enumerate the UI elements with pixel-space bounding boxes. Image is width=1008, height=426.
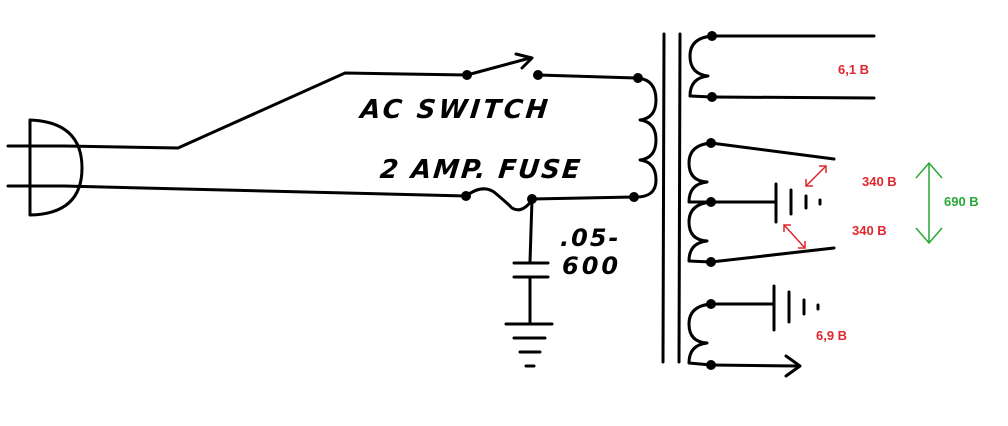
switch-label: AC SWITCH (357, 95, 552, 125)
neutral-line-wire (62, 184, 471, 201)
ac-plug (6, 118, 84, 217)
filament-bottom-voltage: 6,9 B (816, 328, 847, 343)
fuse (464, 187, 639, 212)
filament-winding-2 (687, 284, 820, 378)
mains-line-wire (62, 71, 469, 150)
filament-top-voltage: 6,1 B (838, 62, 869, 77)
hv-total-voltage: 690 B (944, 194, 979, 209)
voltage-arrow-upper (805, 165, 827, 187)
capacitor-voltage-label: 600 (562, 252, 621, 280)
fuse-label: 2 AMP. FUSE (379, 155, 584, 185)
voltage-arrow-lower (783, 224, 806, 249)
hv-upper-voltage: 340 B (862, 174, 897, 189)
line-capacitor (512, 197, 550, 324)
total-voltage-arrow (915, 161, 943, 245)
high-voltage-winding (687, 138, 836, 267)
ground-symbol (504, 322, 554, 368)
capacitor-value-label: .05- (560, 224, 620, 252)
primary-winding (632, 76, 658, 199)
ac-switch (462, 52, 643, 83)
hv-lower-voltage: 340 B (852, 223, 887, 238)
transformer-core (661, 32, 682, 364)
filament-winding-1 (688, 31, 876, 102)
